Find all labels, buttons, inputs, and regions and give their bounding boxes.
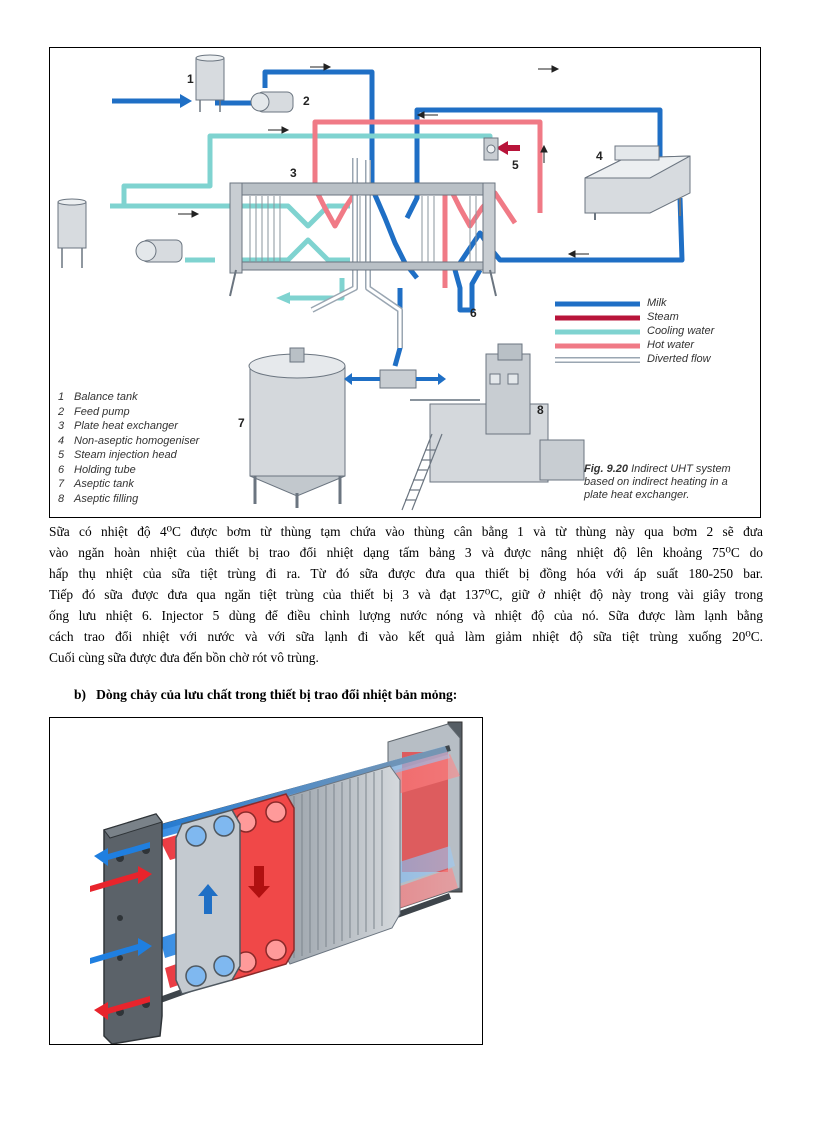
uht-diagram bbox=[57, 54, 691, 511]
homogeniser bbox=[584, 145, 691, 220]
milk-to-homogeniser-pipe bbox=[404, 107, 663, 220]
paragraph-line: hấp thụ nhiệt của sữa tiệt trùng đi ra. … bbox=[49, 566, 763, 581]
milk-feed-pipe bbox=[262, 69, 419, 280]
key-cooling-water-label: Cooling water bbox=[647, 325, 715, 337]
description-paragraph: Sữa có nhiệt độ 4⁰C được bơm từ thùng tạ… bbox=[49, 521, 763, 668]
hot-water-loop bbox=[312, 119, 543, 213]
section-marker: b) bbox=[74, 687, 87, 702]
port-arrows bbox=[90, 842, 152, 1020]
paragraph-line: cách trao đổi nhiệt với nước và với sữa … bbox=[49, 629, 763, 644]
aseptic-filling-machine bbox=[401, 343, 585, 511]
paragraph-line: Tiếp đó sữa được đưa qua ngăn tiệt trùng… bbox=[49, 587, 763, 602]
unit-number-5: 5 bbox=[512, 158, 519, 172]
paragraph-line: Sữa có nhiệt độ 4⁰C được bơm từ thùng tạ… bbox=[49, 524, 763, 539]
paragraph-line: ống lưu nhiệt 6. Injector 5 dùng để điều… bbox=[49, 608, 763, 623]
section-heading: b) Dòng chảy của lưu chất trong thiết bị… bbox=[74, 687, 457, 703]
figure-number: Fig. 9.20 bbox=[584, 463, 629, 475]
up-arrow-icon bbox=[198, 884, 218, 914]
unit-number-6: 6 bbox=[470, 306, 477, 320]
balance-tank bbox=[195, 54, 225, 112]
flow-key bbox=[555, 301, 640, 363]
key-diverted-flow-label: Diverted flow bbox=[647, 353, 711, 365]
return-pump bbox=[135, 239, 183, 263]
diverted-flow-pipe bbox=[310, 158, 358, 313]
key-hot-water-label: Hot water bbox=[647, 339, 695, 351]
unit-number-7: 7 bbox=[238, 416, 245, 430]
cold-outlet-arrow-icon bbox=[94, 842, 150, 866]
steam-injection-head bbox=[483, 137, 499, 161]
unit-number-3: 3 bbox=[290, 166, 297, 180]
hot-outlet-arrow-icon bbox=[94, 996, 150, 1020]
flow-direction-arrows bbox=[178, 63, 589, 258]
key-milk-label: Milk bbox=[647, 297, 667, 309]
aseptic-tank bbox=[248, 347, 346, 508]
unit-number-4: 4 bbox=[596, 149, 603, 163]
plate-heat-exchanger bbox=[229, 182, 497, 297]
section-title: Dòng chảy của lưu chất trong thiết bị tr… bbox=[96, 687, 458, 702]
unit-number-1: 1 bbox=[187, 72, 194, 86]
paragraph-line: Cuối cùng sữa được đưa đến bồn chờ rót v… bbox=[49, 650, 319, 665]
unit-number-8: 8 bbox=[537, 403, 544, 417]
storage-tank bbox=[57, 198, 87, 268]
figure-caption: Fig. 9.20 Indirect UHT system based on i… bbox=[584, 463, 731, 501]
cold-plate bbox=[175, 809, 241, 995]
plate-heat-exchanger-figure bbox=[49, 717, 483, 1045]
feed-pump bbox=[250, 91, 294, 113]
valve-block bbox=[379, 369, 417, 389]
cold-inlet-arrow-icon bbox=[90, 938, 152, 964]
plate-heat-exchanger-illustration bbox=[90, 721, 463, 1044]
unit-number-2: 2 bbox=[303, 94, 310, 108]
paragraph-line: vào ngăn hoàn nhiệt của thiết bị trao đổ… bbox=[49, 545, 763, 560]
hot-plate bbox=[225, 793, 295, 981]
down-arrow-icon bbox=[248, 866, 270, 898]
holding-tube bbox=[452, 268, 483, 313]
hot-inlet-arrow-icon bbox=[90, 866, 152, 892]
plate-pack bbox=[281, 765, 401, 965]
key-steam-label: Steam bbox=[647, 311, 679, 323]
